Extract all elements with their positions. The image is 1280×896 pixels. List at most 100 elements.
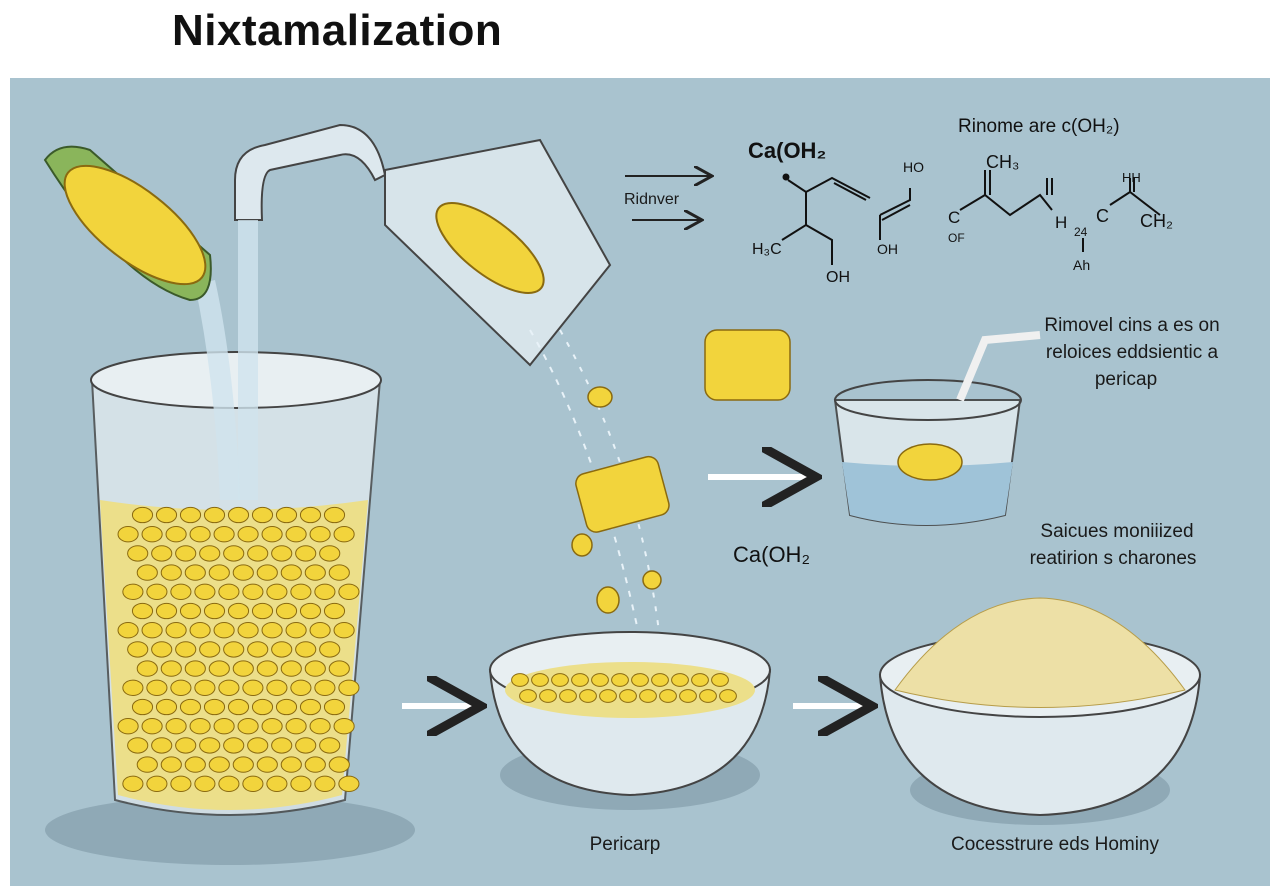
corn-kernel <box>117 622 139 639</box>
corn-kernel <box>146 583 168 600</box>
corn-kernel <box>151 737 173 754</box>
corn-kernel <box>333 526 355 543</box>
chem-group: H₃C <box>752 241 782 258</box>
corn-kernel <box>285 526 307 543</box>
corn-kernel <box>266 679 288 696</box>
corn-kernel <box>247 641 269 658</box>
corn-kernel <box>559 689 577 703</box>
corn-kernel <box>691 673 709 687</box>
corn-kernel <box>319 545 341 562</box>
corn-kernel <box>199 545 221 562</box>
step-text-line: reatirion s charones <box>1030 548 1197 569</box>
chem-group: CH₂ <box>1140 211 1173 231</box>
corn-kernel <box>179 698 202 716</box>
corn-kernel <box>237 718 259 735</box>
corn-kernel <box>611 673 629 687</box>
corn-kernel <box>551 673 569 687</box>
glass-of-corn <box>90 351 382 816</box>
corn-kernel <box>285 718 307 735</box>
reagent-label: Ca(OH₂ <box>748 138 826 163</box>
arrow-label: Ridnver <box>624 191 680 208</box>
beaker-soaking <box>833 331 1041 526</box>
corn-kernel <box>328 564 350 581</box>
corn-kernel <box>639 689 657 703</box>
corn-kernel <box>155 698 178 716</box>
corn-kernel <box>323 602 346 620</box>
page-title: Nixtamalization <box>172 6 503 55</box>
corn-kernel <box>170 583 192 600</box>
corn-kernel <box>218 679 240 696</box>
corn-kernel <box>323 506 346 524</box>
corn-kernel <box>179 602 202 620</box>
corn-kernel <box>122 775 144 792</box>
corn-kernel <box>304 564 326 581</box>
corn-kernel <box>651 673 669 687</box>
corn-kernel <box>179 506 202 524</box>
corn-kernel <box>189 622 211 639</box>
corn-kernel <box>304 756 326 773</box>
corn-kernel <box>151 545 173 562</box>
corn-kernel <box>165 718 187 735</box>
corn-kernel <box>127 737 149 754</box>
corn-kernel <box>333 718 355 735</box>
corn-kernel <box>141 622 163 639</box>
corn-kernel <box>184 564 206 581</box>
corn-kernel <box>199 641 221 658</box>
corn-kernel <box>227 698 250 716</box>
corn-kernel <box>232 756 254 773</box>
corn-kernel <box>299 698 322 716</box>
corn-kernel <box>247 737 269 754</box>
corn-kernel <box>271 545 293 562</box>
corn-kernel <box>266 775 288 792</box>
corn-kernel <box>290 583 312 600</box>
corn-kernel <box>271 641 293 658</box>
corn-kernel <box>218 775 240 792</box>
corn-kernel <box>203 698 226 716</box>
corn-kernel <box>175 641 197 658</box>
corn-kernel <box>659 689 677 703</box>
corn-kernel <box>136 660 158 677</box>
step-text-line: pericap <box>1095 369 1157 390</box>
corn-kernel <box>579 689 597 703</box>
corn-kernel <box>531 673 549 687</box>
corn-kernel <box>519 689 537 703</box>
corn-cob-icon <box>43 145 212 302</box>
corn-kernel <box>155 506 178 524</box>
corn-kernel <box>146 775 168 792</box>
corn-kernel <box>208 564 230 581</box>
faucet <box>195 123 387 500</box>
corn-kernel <box>571 673 589 687</box>
reagent-label-middle: Ca(OH₂ <box>733 542 810 567</box>
corn-kernel <box>203 602 226 620</box>
corn-kernel <box>719 689 737 703</box>
label-pericarp: Pericarp <box>590 834 661 855</box>
corn-kernel <box>338 583 360 600</box>
corn-kernel <box>539 689 557 703</box>
corn-kernel <box>290 775 312 792</box>
corn-kernel <box>599 689 617 703</box>
chem-group: CH₃ <box>986 152 1019 172</box>
corn-kernel <box>328 660 350 677</box>
corn-kernel <box>280 564 302 581</box>
corn-kernel <box>237 526 259 543</box>
corn-kernel <box>619 689 637 703</box>
falling-corn-pieces <box>571 329 791 614</box>
corn-kernel <box>251 602 274 620</box>
pericarp-bowl <box>488 631 772 797</box>
corn-kernel <box>184 756 206 773</box>
corn-kernel <box>295 641 317 658</box>
step-text-line: Rimovel cins a es on <box>1044 315 1219 336</box>
corn-kernel <box>679 689 697 703</box>
corn-kernel <box>295 737 317 754</box>
corn-kernel <box>151 641 173 658</box>
corn-kernel <box>271 737 293 754</box>
corn-kernel <box>117 526 139 543</box>
corn-kernel <box>165 622 187 639</box>
corn-kernel <box>194 775 216 792</box>
chemical-structure <box>781 170 1161 265</box>
chem-group: C <box>1096 206 1109 226</box>
corn-kernel <box>127 641 149 658</box>
corn-kernel <box>333 622 355 639</box>
corn-kernel <box>295 545 317 562</box>
